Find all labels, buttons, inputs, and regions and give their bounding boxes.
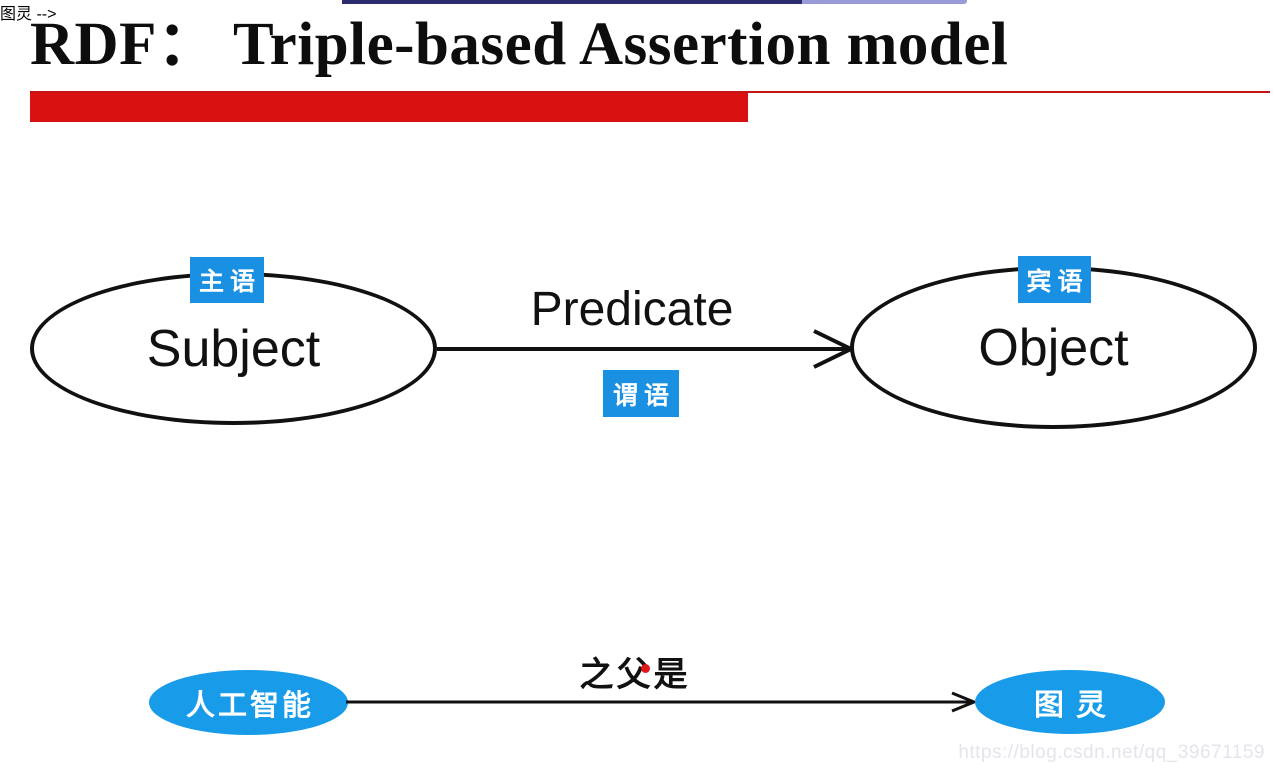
- top-edge-line-light: [802, 0, 967, 4]
- object-label: Object: [978, 318, 1129, 377]
- predicate-badge: 谓语: [603, 370, 679, 417]
- relation-red-dot: [641, 664, 650, 673]
- example-arrow: [346, 691, 978, 713]
- slide-title: RDF： Triple-based Assertion model: [30, 11, 1009, 78]
- subject-label: Subject: [146, 319, 321, 378]
- example-source-node: 人工智能: [149, 670, 348, 735]
- red-divider-line: [30, 91, 1270, 93]
- subject-badge: 主语: [190, 257, 264, 303]
- red-accent-bar: [30, 93, 748, 122]
- watermark-text: https://blog.csdn.net/qq_39671159: [958, 742, 1265, 763]
- object-badge: 宾语: [1018, 256, 1091, 303]
- example-relation-label: 之父是: [579, 656, 691, 694]
- predicate-label: Predicate: [530, 283, 734, 336]
- predicate-arrow: [437, 329, 856, 369]
- top-edge-line-dark: [342, 0, 802, 4]
- example-target-node: 图灵: [975, 670, 1165, 734]
